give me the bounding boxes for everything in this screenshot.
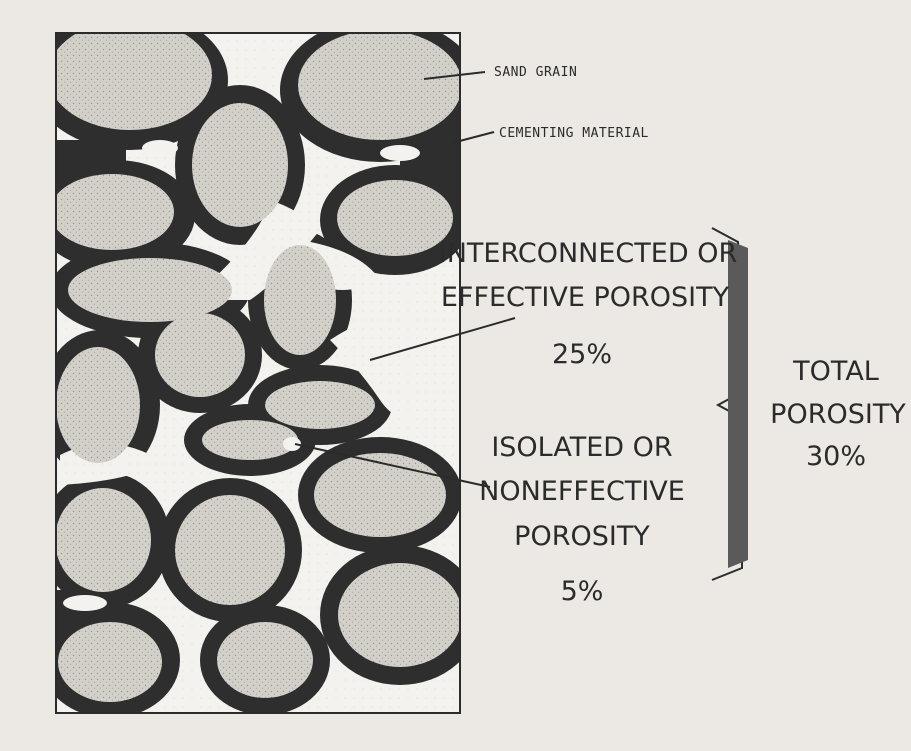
isolated-porosity-value: 5% bbox=[561, 576, 604, 607]
isolated-porosity-leader bbox=[294, 443, 491, 488]
effective-porosity-line1: INTERCONNECTED OR bbox=[439, 238, 737, 269]
isolated-pores bbox=[63, 140, 420, 611]
leader-lines bbox=[294, 71, 516, 488]
sand-grains bbox=[56, 33, 460, 702]
total-porosity-bracket-outline bbox=[711, 227, 744, 581]
effective-porosity-value: 25% bbox=[552, 339, 612, 370]
total-porosity-line1: TOTAL bbox=[792, 356, 879, 387]
isolated-porosity-line2: NONEFFECTIVE bbox=[479, 476, 685, 507]
section-border bbox=[55, 32, 461, 714]
isolated-porosity-line1: ISOLATED OR bbox=[491, 432, 672, 463]
cementing-material-label: CEMENTING MATERIAL bbox=[499, 126, 649, 141]
sand-grain-label: SAND GRAIN bbox=[494, 65, 577, 80]
effective-porosity-line2: EFFECTIVE POROSITY bbox=[441, 282, 730, 313]
isolated-porosity-line3: POROSITY bbox=[514, 521, 650, 552]
total-porosity-line2: POROSITY bbox=[770, 399, 906, 430]
rock-cross-section bbox=[56, 33, 460, 713]
total-porosity-bracket bbox=[728, 240, 748, 568]
cementing-leader bbox=[451, 131, 495, 144]
total-porosity-value: 30% bbox=[806, 441, 866, 472]
sand-grain-leader bbox=[423, 71, 486, 80]
effective-porosity-leader bbox=[369, 317, 516, 361]
